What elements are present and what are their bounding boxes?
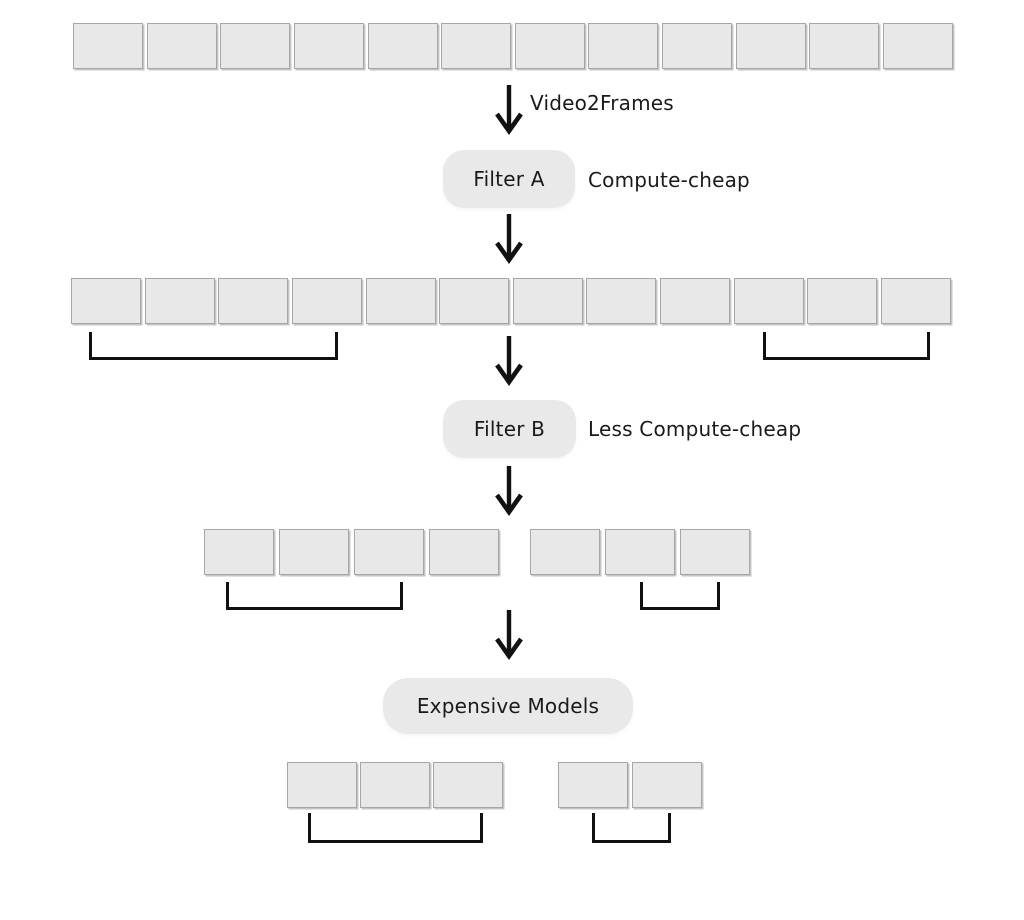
frame-box: [146, 23, 217, 69]
frame-row-after-filter-a: [71, 278, 951, 324]
filter-a-label: Filter A: [473, 167, 545, 191]
filter-a-node: Filter A: [443, 150, 575, 208]
frame-box: [605, 529, 675, 575]
frame-box: [586, 278, 657, 324]
frame-group-after-filter-b-right: [530, 529, 750, 575]
frame-box: [293, 23, 364, 69]
frame-box: [367, 23, 438, 69]
filter-b-label: Filter B: [473, 417, 546, 441]
frame-box: [514, 23, 585, 69]
frame-box: [733, 278, 804, 324]
expensive-models-node: Expensive Models: [383, 678, 633, 734]
frame-box: [441, 23, 512, 69]
group-bracket-row4-left: [308, 813, 483, 843]
frame-group-final-left: [287, 762, 503, 808]
down-arrow-after-filter-a: [495, 214, 523, 264]
frame-box: [809, 23, 880, 69]
frame-row-source: [73, 23, 953, 69]
down-arrow-video2frames: [495, 85, 523, 135]
frame-box: [71, 278, 141, 324]
frame-box: [680, 529, 750, 575]
frame-box: [144, 278, 215, 324]
frame-box: [735, 23, 806, 69]
frame-box: [530, 529, 600, 575]
filter-a-annotation: Compute-cheap: [588, 168, 750, 192]
frame-box: [632, 762, 702, 808]
down-arrow-after-filter-b: [495, 466, 523, 516]
frame-box: [429, 529, 499, 575]
frame-box: [287, 762, 357, 808]
frame-box: [218, 278, 289, 324]
frame-box: [588, 23, 659, 69]
frame-group-after-filter-b-left: [204, 529, 499, 575]
group-bracket-row3-left: [226, 582, 403, 610]
frame-box: [365, 278, 436, 324]
frame-box: [660, 278, 730, 324]
frame-box: [512, 278, 583, 324]
frame-box: [880, 278, 951, 324]
frame-box: [439, 278, 510, 324]
group-bracket-row2-left: [89, 332, 338, 360]
filter-b-annotation: Less Compute-cheap: [588, 417, 802, 441]
down-arrow-to-filter-b: [495, 336, 523, 386]
group-bracket-row4-right: [592, 813, 671, 843]
filter-b-node: Filter B: [443, 400, 576, 458]
frame-group-final-right: [558, 762, 702, 808]
frame-box: [73, 23, 143, 69]
frame-box: [882, 23, 953, 69]
frame-box: [662, 23, 732, 69]
frame-box: [433, 762, 503, 808]
group-bracket-row3-right: [640, 582, 720, 610]
frame-box: [291, 278, 362, 324]
frame-box: [279, 529, 349, 575]
down-arrow-to-expensive-models: [495, 610, 523, 660]
frame-box: [354, 529, 424, 575]
frame-box: [220, 23, 291, 69]
video2frames-label: Video2Frames: [530, 91, 674, 115]
frame-box: [558, 762, 628, 808]
group-bracket-row2-right: [763, 332, 930, 360]
frame-box: [807, 278, 878, 324]
frame-box: [204, 529, 274, 575]
frame-box: [360, 762, 430, 808]
expensive-models-label: Expensive Models: [416, 694, 600, 718]
